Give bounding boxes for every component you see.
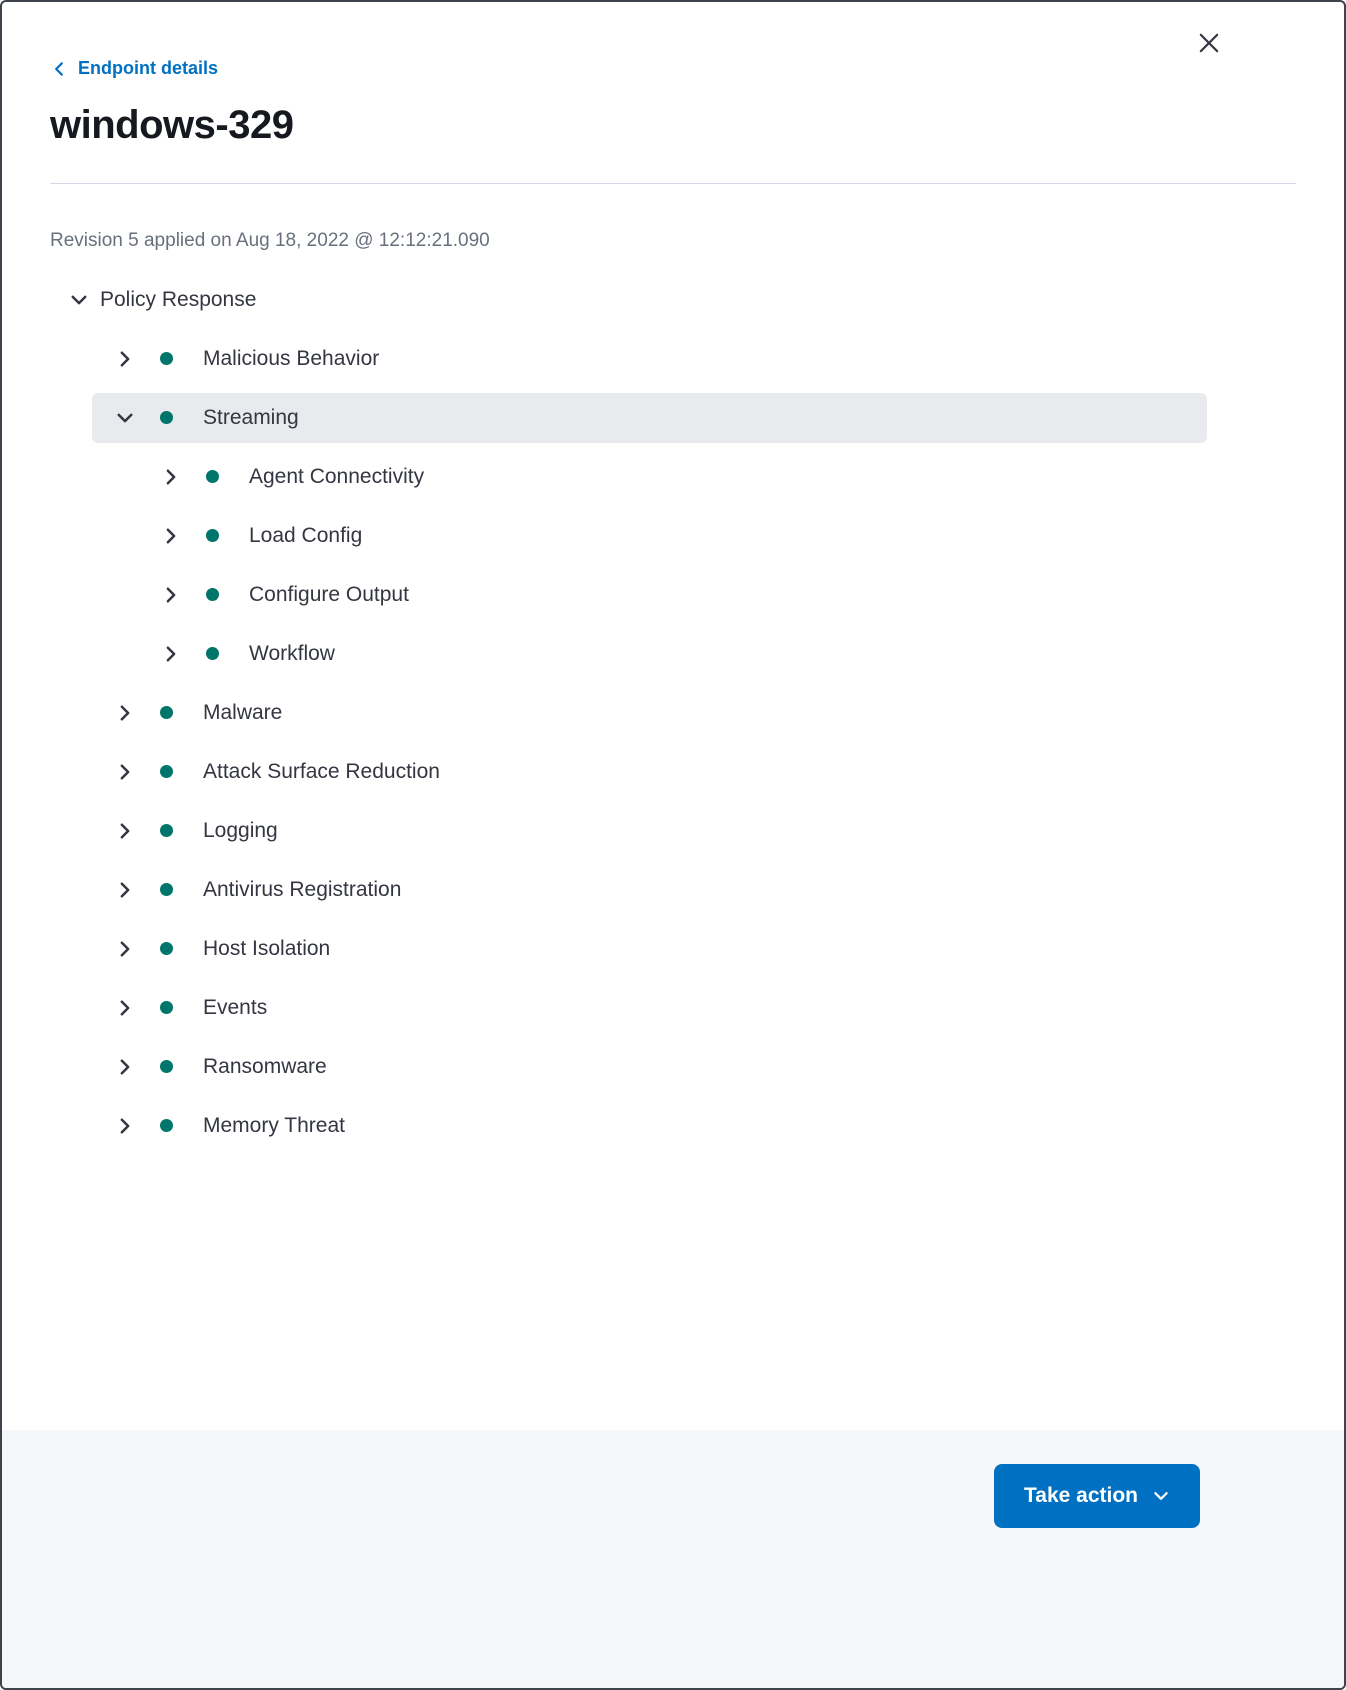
tree-item-label: Malicious Behavior bbox=[203, 346, 380, 370]
tree-item-label: Host Isolation bbox=[203, 936, 331, 960]
take-action-button[interactable]: Take action bbox=[994, 1464, 1200, 1528]
tree-item-label: Ransomware bbox=[203, 1054, 327, 1078]
tree-root-policy-response[interactable]: Policy Response bbox=[50, 278, 1296, 322]
status-dot bbox=[160, 824, 173, 837]
tree-item-host-isolation[interactable]: Host Isolation bbox=[92, 924, 1207, 974]
status-dot bbox=[206, 470, 219, 483]
chevron-right-icon[interactable] bbox=[114, 938, 136, 960]
chevron-right-icon[interactable] bbox=[114, 761, 136, 783]
chevron-right-icon[interactable] bbox=[114, 702, 136, 724]
chevron-down-icon bbox=[1152, 1487, 1170, 1505]
status-dot bbox=[160, 411, 173, 424]
flyout-body: Revision 5 applied on Aug 18, 2022 @ 12:… bbox=[2, 184, 1344, 1431]
policy-response-tree: Policy Response Malicious Behavior bbox=[50, 278, 1296, 1151]
tree-item-malicious-behavior[interactable]: Malicious Behavior bbox=[92, 334, 1207, 384]
back-link-label: Endpoint details bbox=[78, 58, 219, 78]
chevron-right-icon[interactable] bbox=[114, 1056, 136, 1078]
tree-item-label: Events bbox=[203, 995, 268, 1019]
tree-item-logging[interactable]: Logging bbox=[92, 806, 1207, 856]
status-dot bbox=[206, 529, 219, 542]
tree-item-label: Workflow bbox=[249, 641, 335, 665]
tree-item-label: Streaming bbox=[203, 405, 299, 429]
chevron-right-icon[interactable] bbox=[160, 525, 182, 547]
status-dot bbox=[206, 588, 219, 601]
status-dot bbox=[160, 883, 173, 896]
tree-item-memory-threat[interactable]: Memory Threat bbox=[92, 1101, 1207, 1151]
tree-item-streaming[interactable]: Streaming bbox=[92, 392, 1207, 443]
chevron-right-icon[interactable] bbox=[114, 348, 136, 370]
status-dot bbox=[160, 706, 173, 719]
chevron-right-icon[interactable] bbox=[114, 820, 136, 842]
tree-item-label: Malware bbox=[203, 700, 283, 724]
tree-item-ransomware[interactable]: Ransomware bbox=[92, 1042, 1207, 1092]
flyout-header: Endpoint details windows-329 bbox=[2, 2, 1344, 184]
chevron-down-icon[interactable] bbox=[114, 407, 136, 429]
header-divider bbox=[50, 182, 1296, 184]
chevron-left-icon bbox=[50, 60, 68, 78]
tree-item-configure-output[interactable]: Configure Output bbox=[92, 570, 1296, 620]
tree-item-antivirus-registration[interactable]: Antivirus Registration bbox=[92, 865, 1207, 915]
tree-root-label: Policy Response bbox=[100, 287, 257, 311]
take-action-label: Take action bbox=[1024, 1484, 1138, 1507]
tree-item-load-config[interactable]: Load Config bbox=[92, 511, 1296, 561]
flyout-footer: Take action bbox=[2, 1430, 1344, 1688]
chevron-right-icon[interactable] bbox=[114, 997, 136, 1019]
chevron-right-icon[interactable] bbox=[160, 643, 182, 665]
back-link[interactable]: Endpoint details bbox=[50, 58, 218, 79]
page-title: windows-329 bbox=[50, 102, 294, 147]
revision-text: Revision 5 applied on Aug 18, 2022 @ 12:… bbox=[50, 229, 490, 251]
status-dot bbox=[160, 765, 173, 778]
status-dot bbox=[160, 352, 173, 365]
chevron-right-icon[interactable] bbox=[114, 1115, 136, 1137]
tree-item-malware[interactable]: Malware bbox=[92, 688, 1207, 738]
tree-item-label: Load Config bbox=[249, 523, 363, 547]
tree-item-label: Memory Threat bbox=[203, 1113, 345, 1137]
status-dot bbox=[160, 1001, 173, 1014]
tree-item-events[interactable]: Events bbox=[92, 983, 1207, 1033]
tree-item-agent-connectivity[interactable]: Agent Connectivity bbox=[92, 452, 1296, 502]
chevron-right-icon[interactable] bbox=[114, 879, 136, 901]
status-dot bbox=[206, 647, 219, 660]
tree-item-label: Attack Surface Reduction bbox=[203, 759, 440, 783]
tree-item-label: Antivirus Registration bbox=[203, 877, 402, 901]
tree-item-attack-surface-reduction[interactable]: Attack Surface Reduction bbox=[92, 747, 1207, 797]
chevron-down-icon[interactable] bbox=[68, 289, 90, 311]
tree-item-label: Agent Connectivity bbox=[249, 464, 425, 488]
chevron-right-icon[interactable] bbox=[160, 466, 182, 488]
tree-item-label: Logging bbox=[203, 818, 278, 842]
status-dot bbox=[160, 1119, 173, 1132]
status-dot bbox=[160, 942, 173, 955]
tree-item-workflow[interactable]: Workflow bbox=[92, 629, 1296, 679]
chevron-right-icon[interactable] bbox=[160, 584, 182, 606]
close-icon[interactable] bbox=[1194, 28, 1224, 58]
tree-item-label: Configure Output bbox=[249, 582, 409, 606]
status-dot bbox=[160, 1060, 173, 1073]
